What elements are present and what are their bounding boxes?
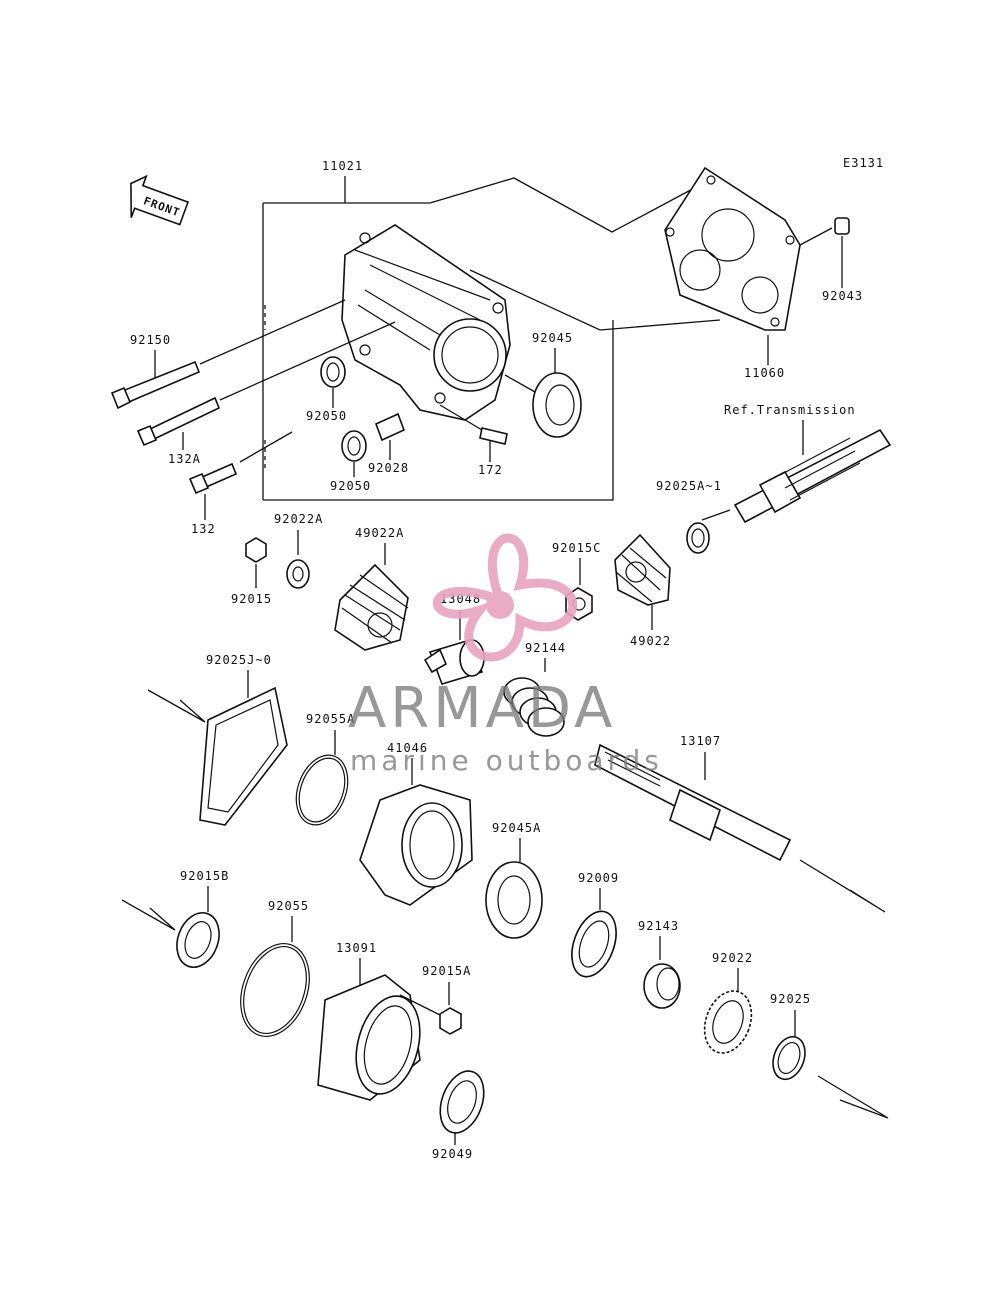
lock-washer-92022: 92022 (703, 951, 753, 1054)
label-92022: 92022 (712, 951, 753, 965)
bolt-132: 132 (188, 431, 293, 536)
housing-bracket: 11021 (262, 159, 721, 501)
ref-transmission-label: Ref.Transmission (724, 403, 856, 417)
label-92045A: 92045A (492, 821, 541, 835)
seal-92050-lower: 92050 (330, 430, 371, 493)
bearing-housing-41046: 41046 (359, 741, 473, 906)
seal-92009: 92009 (571, 871, 619, 978)
label-92150: 92150 (130, 333, 171, 347)
label-92055: 92055 (268, 899, 309, 913)
watermark-brand: ARMADA (348, 676, 616, 741)
label-11021: 11021 (322, 159, 363, 173)
transmission-shaft: Ref.Transmission (701, 403, 892, 524)
bevel-gear-49022A: 49022A (334, 526, 409, 651)
gasket-92025J0: 92025J~0 (147, 653, 288, 826)
o-ring-92055A: 92055A (295, 712, 355, 826)
label-92015C: 92015C (552, 541, 601, 555)
label-92143: 92143 (638, 919, 679, 933)
dowel-pin-92043: 92043 (799, 217, 863, 303)
bolt-132A: 132A (136, 321, 396, 466)
locknut-92015B: 92015B (121, 869, 229, 968)
seal-92050-upper: 92050 (306, 356, 347, 423)
diagram-code: E3131 (843, 156, 884, 170)
label-49022: 49022 (630, 634, 671, 648)
label-92009: 92009 (578, 871, 619, 885)
label-92028: 92028 (368, 461, 409, 475)
label-92144: 92144 (525, 641, 566, 655)
spring-92144: 92144 (503, 641, 566, 737)
label-49022A: 49022A (355, 526, 404, 540)
label-13107: 13107 (680, 734, 721, 748)
propeller-icon (432, 533, 578, 662)
washer-92022A: 92022A (274, 512, 323, 589)
washer-92025A1: 92025A~1 (656, 479, 722, 554)
housing-13091: 13091 (317, 941, 441, 1101)
gasket-11060: 11060 (664, 166, 801, 380)
label-13091: 13091 (336, 941, 377, 955)
label-92015B: 92015B (180, 869, 229, 883)
label-92050-a: 92050 (306, 409, 347, 423)
label-41046: 41046 (387, 741, 428, 755)
bearing-92045: 92045 (504, 331, 582, 438)
nut-92015: 92015 (231, 537, 272, 606)
label-92015: 92015 (231, 592, 272, 606)
stud-172: 172 (439, 404, 508, 477)
label-132A: 132A (168, 452, 201, 466)
watermark-logo: ARMADA marine outboards (348, 533, 663, 777)
shaft-13107: 13107 (594, 734, 886, 913)
label-92050-b: 92050 (330, 479, 371, 493)
bevel-gear-49022: 49022 (614, 533, 671, 648)
bolt-92150: 92150 (110, 299, 346, 410)
label-92025A1: 92025A~1 (656, 479, 722, 493)
label-92025: 92025 (770, 992, 811, 1006)
label-92022A: 92022A (274, 512, 323, 526)
label-92055A: 92055A (306, 712, 355, 726)
watermark-tagline: marine outboards (350, 744, 663, 777)
label-92049: 92049 (432, 1147, 473, 1161)
label-92043: 92043 (822, 289, 863, 303)
nut-92015A: 92015A (422, 964, 471, 1035)
washer-92025: 92025 (770, 992, 889, 1119)
label-92025J0: 92025J~0 (206, 653, 272, 667)
label-11060: 11060 (744, 366, 785, 380)
gear-case-housing (341, 224, 511, 421)
label-172: 172 (478, 463, 503, 477)
front-arrow-icon: FRONT (130, 174, 190, 226)
collar-92143: 92143 (638, 919, 681, 1009)
o-ring-92055: 92055 (240, 899, 310, 1038)
collar-92028: 92028 (368, 412, 409, 475)
label-92015A: 92015A (422, 964, 471, 978)
bearing-92045A: 92045A (485, 821, 543, 939)
label-92045: 92045 (532, 331, 573, 345)
label-132: 132 (191, 522, 216, 536)
seal-92049: 92049 (432, 1070, 485, 1161)
